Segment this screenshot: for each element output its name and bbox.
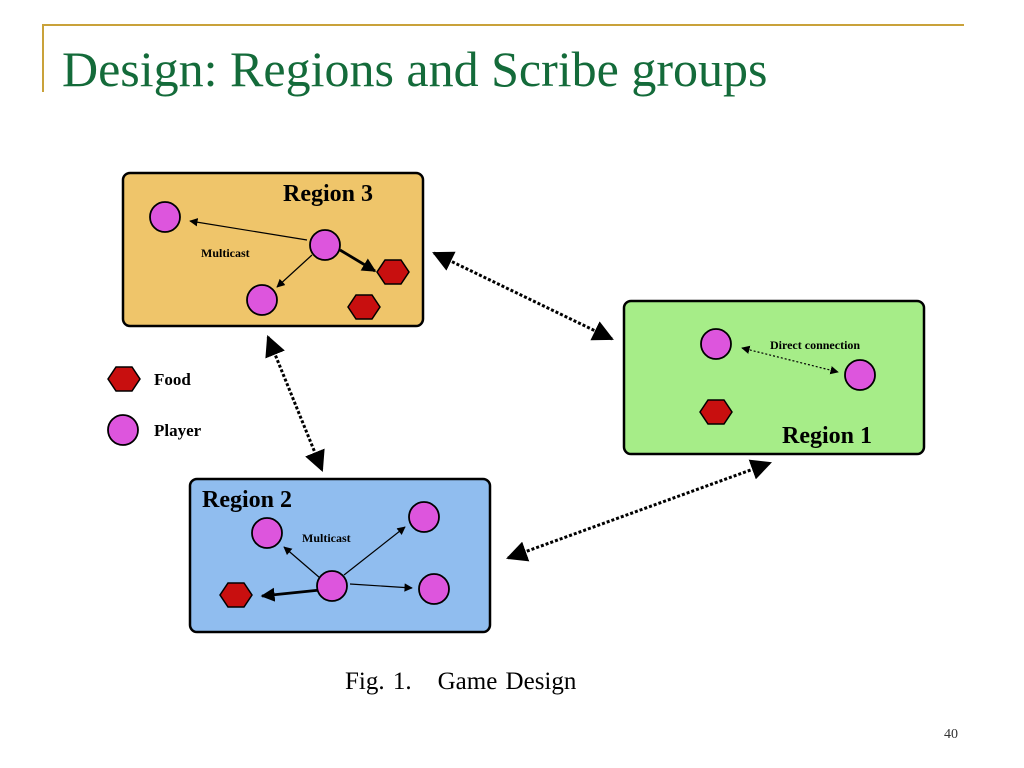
player-icon [309,229,341,261]
legend-food-icon [107,366,141,392]
player-icon [700,328,732,360]
region-2-multicast-arrow [349,583,413,592]
player-icon [251,517,283,549]
region-1-box [622,299,926,456]
legend-player-icon [107,414,139,446]
title-accent-horizontal [42,24,964,26]
food-icon [219,582,253,608]
food-icon [347,294,381,320]
region-2-to-region-1-link [506,459,772,562]
title-accent-vertical [42,24,44,92]
player-icon [316,570,348,602]
region-2-multicast-arrow [343,526,406,576]
region-2-title: Region 2 [202,487,292,513]
figure-caption: Fig. 1. Game Design [345,668,576,696]
region-3-to-region-1-link [432,251,614,341]
region-2-multicast-label: Multicast [302,531,351,545]
region-1-direct-connection-label: Direct connection [770,338,860,352]
region-3-multicast-arrow [276,254,313,288]
region-3-title: Region 3 [283,181,373,207]
figure-caption-text: Game Design [437,668,577,695]
region-2-multicast-arrow [283,546,321,579]
region-1: Region 1 Direct connection [622,299,926,456]
region-3-food-arrow [339,248,377,273]
player-icon [408,501,440,533]
player-icon [246,284,278,316]
slide-title: Design: Regions and Scribe groups [62,41,768,97]
food-icon [699,399,733,425]
figure-caption-prefix: Fig. 1. [345,668,412,695]
region-3-multicast-arrow [189,218,308,241]
direct-connection-arrow [741,345,839,375]
region-1-title: Region 1 [782,423,872,449]
region-3-to-region-2-link [265,335,325,472]
region-2: Region 2 Multicast [188,477,492,634]
region-3-box [121,171,425,328]
player-icon [418,573,450,605]
legend-player-label: Player [154,421,202,440]
food-icon [376,259,410,285]
player-icon [844,359,876,391]
legend-food-label: Food [154,370,191,389]
region-3: Region 3 Multicast [121,171,425,328]
region-3-multicast-label: Multicast [201,246,250,260]
player-icon [149,201,181,233]
legend: Food Player [107,366,202,446]
page-number: 40 [944,727,958,742]
